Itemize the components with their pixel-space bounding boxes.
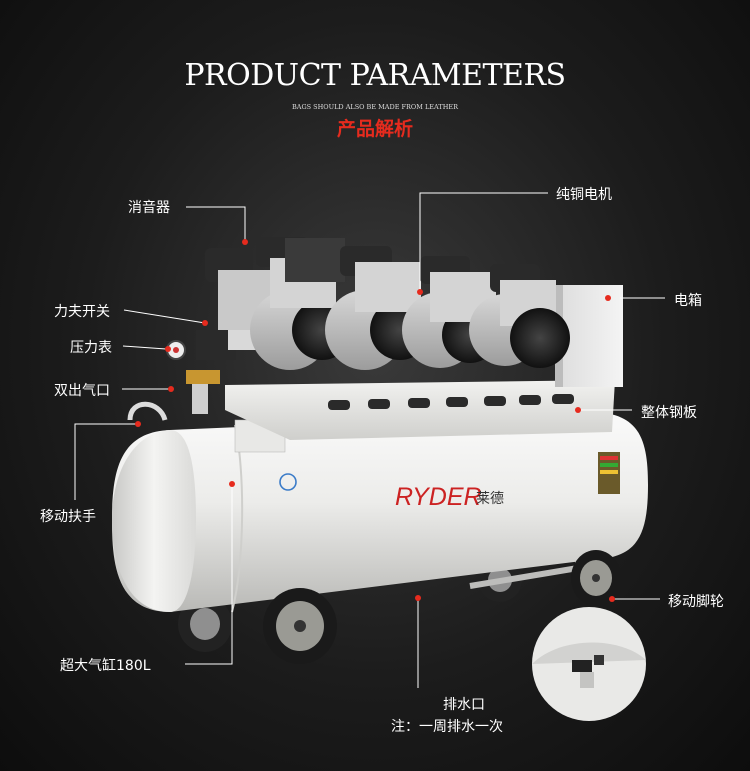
motor-5 (490, 264, 570, 368)
label-muffler: 消音器 (128, 200, 170, 216)
page-subtitle: BAGS SHOULD ALSO BE MADE FROM LEATHER (291, 103, 459, 111)
rear-wheel-left (178, 596, 232, 652)
label-drain: 排水口 (443, 697, 485, 713)
callout-dots (135, 239, 615, 602)
drain-detail-inset (532, 607, 646, 721)
front-wheel-right (571, 550, 621, 606)
label-dual-outlet: 双出气口 (54, 383, 110, 399)
label-copper-motor: 纯铜电机 (556, 187, 612, 203)
page-cn-title: 产品解析 (336, 118, 413, 140)
label-electric-box: 电箱 (674, 293, 702, 309)
label-tank: 超大气缸180L (60, 658, 151, 674)
label-pressure-gauge: 压力表 (70, 340, 112, 356)
safety-seal-icon (279, 473, 297, 491)
label-steel-plate: 整体钢板 (641, 405, 697, 421)
brand-logo: RYDER 莱德 (395, 483, 504, 511)
svg-text:莱德: 莱德 (476, 490, 504, 506)
svg-text:RYDER: RYDER (395, 483, 482, 511)
label-handle: 移动扶手 (40, 509, 96, 525)
handle-bar (127, 401, 168, 421)
plate-vents (328, 394, 574, 410)
front-wheel-left (263, 588, 337, 664)
page-title: PRODUCT PARAMETERS (184, 58, 566, 93)
steel-plate (225, 380, 615, 440)
label-drain-note: 注：一周排水一次 (391, 719, 503, 735)
air-tank (112, 412, 648, 612)
label-wheels: 移动脚轮 (668, 594, 724, 610)
tank-end-cap (112, 430, 196, 612)
callout-lines (74, 192, 665, 688)
label-power-switch: 力夫开关 (54, 304, 110, 320)
